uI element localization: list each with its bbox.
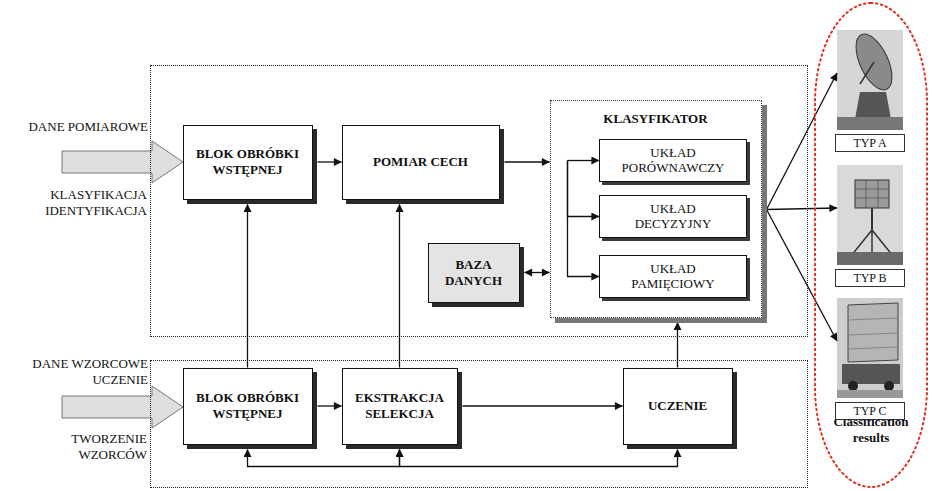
classifier-box: KLASYFIKATOR UKŁAD PORÓWNAWCZY UKŁAD DECYZ… — [550, 100, 762, 318]
panel-line — [848, 318, 898, 320]
input-arrow — [62, 141, 183, 183]
input-label: DANE WZORCOWE UCZENIE — [4, 356, 148, 388]
result-item: TYP C — [833, 296, 907, 422]
process-box: BLOK OBRÓBKI WSTĘPNEJ — [183, 125, 313, 200]
radar-antenna — [855, 180, 889, 208]
panel-line — [848, 333, 898, 335]
connector-arrow — [248, 450, 400, 467]
radar-feed — [860, 62, 874, 84]
box-label: UCZENIE — [648, 398, 707, 414]
connector-arrow — [399, 205, 400, 368]
result-label: TYP B — [835, 269, 905, 287]
radar-photo — [837, 29, 903, 130]
connector-arrow — [525, 272, 550, 273]
connector-arrow — [767, 208, 838, 210]
connector-arrow — [505, 161, 550, 162]
ellipse-line — [815, 3, 927, 487]
connector-arrow — [463, 405, 623, 406]
photo-earth — [837, 117, 903, 130]
connector-arrow — [568, 161, 600, 277]
connector-arrow — [767, 73, 838, 210]
process-box: UCZENIE — [623, 368, 733, 445]
box-label: BAZA DANYCH — [433, 257, 515, 288]
result-item: TYP B — [833, 163, 907, 289]
panel-line — [848, 347, 898, 349]
box-label: UKŁAD DECYZYJNY — [616, 202, 730, 232]
connector-arrow — [568, 160, 600, 161]
photo-ground — [837, 165, 903, 265]
box-label: EKSTRAKCJA SELEKCJA — [347, 390, 453, 421]
result-label: TYP C — [835, 402, 905, 420]
region-frame: TWORZENIE WZORCÓWBLOK OBRÓBKI WSTĘPNEJEK… — [150, 360, 808, 488]
box-label: UKŁAD PAMIĘCIOWY — [616, 262, 730, 292]
box-label: UKŁAD PORÓWNAWCZY — [616, 146, 730, 176]
photo-earth — [837, 252, 903, 265]
region-heading: TWORZENIE WZORCÓW — [5, 431, 147, 463]
connector-arrow — [318, 405, 342, 406]
antenna-grid — [855, 189, 889, 190]
box-label: BLOK OBRÓBKI WSTĘPNEJ — [188, 390, 308, 421]
truck-wheel — [848, 381, 858, 391]
connector-arrow — [568, 161, 600, 217]
radar-panel — [848, 303, 898, 362]
result-item: TYP A — [833, 28, 907, 154]
unit-box: UKŁAD PAMIĘCIOWY — [599, 255, 747, 298]
connector-arrow — [400, 450, 678, 467]
box-label: POMIAR CECH — [373, 154, 468, 170]
radar-pedestal — [855, 92, 891, 119]
radar-mast — [871, 208, 873, 232]
result-label: TYP A — [835, 134, 905, 152]
antenna-grid — [866, 180, 867, 208]
connector-arrow — [767, 210, 838, 342]
connector-arrow — [247, 205, 248, 368]
region-heading: KLASYFIKACJA IDENTYFIKACJA — [5, 187, 147, 219]
antenna-grid — [878, 180, 879, 208]
radar-truck — [842, 364, 900, 384]
input-label: DANE POMIAROWE — [4, 119, 148, 135]
unit-box: UKŁAD PORÓWNAWCZY — [599, 139, 747, 182]
process-box: POMIAR CECH — [342, 125, 500, 200]
unit-box: UKŁAD DECYZYJNY — [599, 195, 747, 238]
photo-ground — [837, 298, 903, 398]
box-label: BLOK OBRÓBKI WSTĘPNEJ — [188, 146, 308, 177]
database-box: BAZA DANYCH — [428, 243, 520, 303]
antenna-grid — [855, 198, 889, 199]
photo-earth — [837, 390, 903, 398]
region-frame: KLASYFIKACJA IDENTYFIKACJABLOK OBRÓBKI W… — [150, 65, 808, 337]
box-label: KLASYFIKATOR — [551, 111, 761, 127]
truck-wheel — [884, 381, 894, 391]
results-ellipse: Classification resultsTYP ATYP BTYP C — [814, 2, 928, 488]
process-box: EKSTRAKCJA SELEKCJA — [342, 368, 458, 445]
process-box: BLOK OBRÓBKI WSTĘPNEJ — [183, 368, 313, 445]
connector-arrow — [318, 161, 342, 162]
input-arrow — [62, 386, 183, 428]
radar-dish — [849, 29, 900, 95]
radar-photo — [837, 165, 903, 265]
radar-photo — [837, 298, 903, 398]
